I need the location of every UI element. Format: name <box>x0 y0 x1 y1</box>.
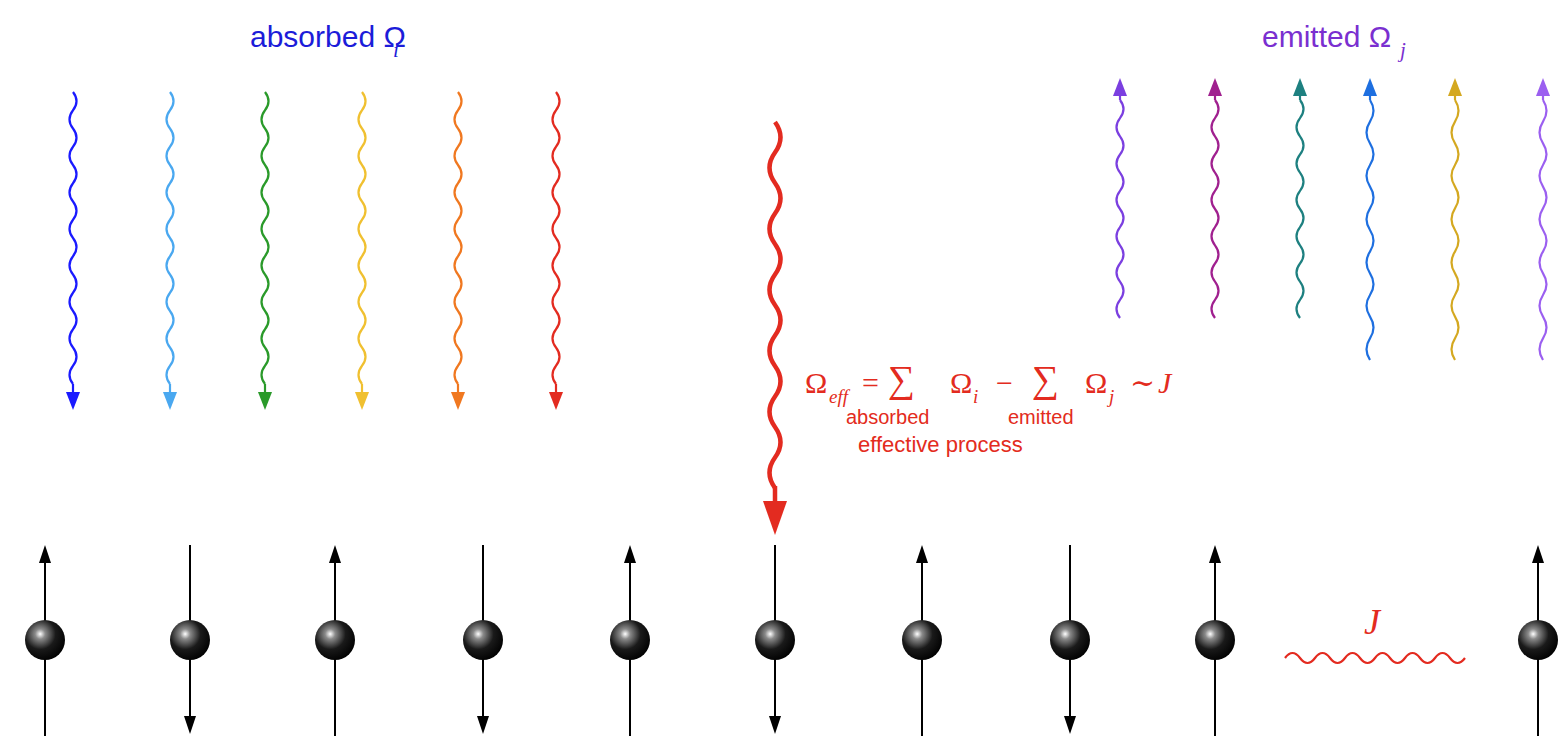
arrow-head <box>163 392 177 410</box>
arrow-head <box>451 392 465 410</box>
header-label: absorbed Ω <box>250 22 406 52</box>
formula-symbol: ∼ <box>1130 368 1155 398</box>
arrow-head <box>1209 545 1221 563</box>
atom <box>610 620 650 660</box>
arrow-head <box>1113 78 1127 96</box>
arrow-head <box>769 716 781 734</box>
arrow-head <box>549 392 563 410</box>
arrow-head <box>258 392 272 410</box>
arrow-head <box>1448 78 1462 96</box>
formula-symbol: = <box>862 368 879 398</box>
subscript: eff <box>829 387 848 406</box>
atom <box>1195 620 1235 660</box>
formula-symbol: ∑ <box>1032 360 1059 398</box>
absorbed-photon <box>70 92 77 384</box>
arrow-head <box>1532 545 1544 563</box>
subscript: j <box>1109 387 1114 406</box>
absorbed-photon <box>167 92 174 384</box>
effective-photon <box>770 122 781 488</box>
atom <box>1518 620 1558 660</box>
spin-chain <box>25 545 1558 736</box>
atom <box>25 620 65 660</box>
arrow-head <box>1064 716 1076 734</box>
coupling-label: J <box>1364 604 1380 640</box>
arrow-head <box>1208 78 1222 96</box>
formula-symbol: J <box>1158 368 1171 398</box>
arrow-head <box>916 545 928 563</box>
arrow-head <box>1293 78 1307 96</box>
sum-index: absorbed <box>846 407 929 427</box>
arrow-head <box>763 501 787 535</box>
arrow-head <box>624 545 636 563</box>
formula-symbol: ∑ <box>888 360 915 398</box>
atom <box>902 620 942 660</box>
absorbed-photon <box>262 92 269 384</box>
formula-symbol: Ω <box>950 368 972 398</box>
sum-index: emitted <box>1008 407 1074 427</box>
coupling-wiggle <box>1285 653 1465 663</box>
formula-symbol: Ω <box>1085 368 1107 398</box>
arrow-head <box>1363 78 1377 96</box>
emitted-photon <box>1117 100 1124 318</box>
photon-arrows <box>66 78 1550 535</box>
arrow-head <box>477 716 489 734</box>
formula-symbol: − <box>996 368 1013 398</box>
absorbed-photon <box>553 92 560 384</box>
arrow-head <box>1536 78 1550 96</box>
arrow-head <box>184 716 196 734</box>
subscript: i <box>393 40 399 61</box>
emitted-photon <box>1540 100 1547 360</box>
header-label: emitted Ω <box>1262 22 1391 52</box>
atom <box>463 620 503 660</box>
formula-symbol: Ω <box>805 368 827 398</box>
emitted-photon <box>1452 100 1459 360</box>
caption-label: effective process <box>858 434 1023 456</box>
emitted-photon <box>1367 100 1374 360</box>
emitted-photon <box>1212 100 1219 318</box>
arrow-head <box>355 392 369 410</box>
absorbed-photon <box>359 92 366 384</box>
atom <box>755 620 795 660</box>
arrow-head <box>39 545 51 563</box>
emitted-photon <box>1297 100 1304 318</box>
atom <box>1050 620 1090 660</box>
arrow-head <box>66 392 80 410</box>
subscript: i <box>973 387 978 406</box>
subscript: j <box>1400 40 1406 61</box>
absorbed-photon <box>455 92 462 384</box>
atom <box>315 620 355 660</box>
arrow-head <box>329 545 341 563</box>
atom <box>170 620 210 660</box>
